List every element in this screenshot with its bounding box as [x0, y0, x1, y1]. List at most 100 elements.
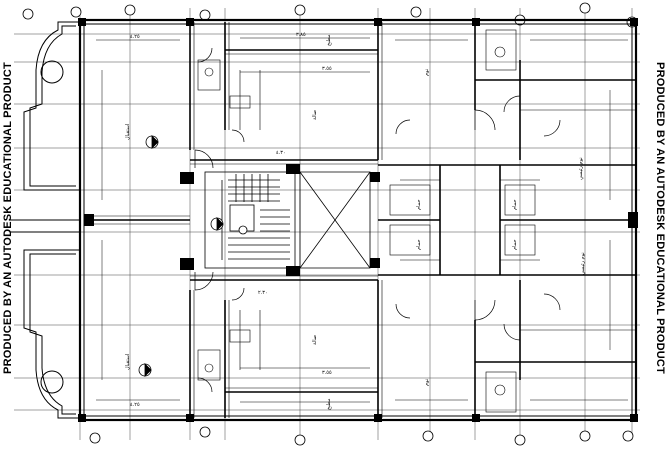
grid-bubble [579, 2, 591, 14]
bottom-bay-inner [29, 253, 76, 415]
toilet [494, 384, 506, 396]
door [395, 119, 411, 135]
column [180, 172, 194, 184]
column [180, 258, 194, 270]
column [286, 164, 300, 174]
column [374, 18, 382, 26]
door [474, 109, 496, 131]
grid-bubble [199, 426, 211, 438]
grid-bubble [579, 430, 591, 442]
left-bays [10, 21, 80, 419]
column [186, 414, 194, 422]
door [197, 47, 213, 63]
room-label-bed-master-top: نوم رئيسي [578, 157, 584, 180]
section-markers [138, 135, 248, 377]
interior-walls [84, 22, 636, 418]
column [286, 266, 300, 276]
wc [197, 59, 221, 91]
column [630, 414, 638, 422]
column [370, 258, 380, 268]
door [194, 149, 214, 169]
room-label-bath-3: حمام [512, 199, 518, 210]
column [84, 214, 94, 226]
grid-bubble [89, 432, 101, 444]
room-label-bath-1: حمام [416, 199, 422, 210]
dimension-label: ٤.٢٥ [130, 402, 140, 408]
wc [485, 29, 517, 71]
column [472, 18, 480, 26]
column [78, 18, 86, 26]
dimension-label: ٤.٣٠ [276, 150, 286, 156]
column [186, 18, 194, 26]
column [628, 212, 638, 228]
room-label-reception-bottom: استقبال [125, 353, 131, 370]
columns [78, 18, 638, 422]
bay-arch [40, 370, 64, 394]
wc [389, 224, 431, 256]
column [472, 414, 480, 422]
stair-well [204, 171, 296, 269]
grid-bubble [422, 430, 434, 442]
grid-bubble [124, 4, 136, 16]
fixtures [197, 29, 536, 413]
grid-bubble [22, 8, 34, 20]
dimension-label: ٣.٥٥ [322, 370, 332, 376]
bay-arch [40, 60, 64, 84]
dimension-label: ٢.٣٠ [258, 290, 268, 296]
grid-bubble [294, 4, 306, 16]
column [370, 172, 380, 182]
grid-bubble [514, 434, 526, 446]
room-label-bed-master-bottom: نوم رئيسي [580, 252, 586, 275]
door [231, 129, 245, 143]
grid-bubble [294, 434, 306, 446]
column [374, 414, 382, 422]
top-bay-inner [29, 25, 76, 187]
room-label-living-bottom: صالة [312, 335, 318, 345]
room-label-bath-2: حمام [416, 239, 422, 250]
grid-bubbles [22, 2, 638, 446]
door [194, 271, 214, 291]
room-label-kitchen-top: مطبخ [326, 34, 332, 46]
door [395, 303, 411, 319]
grid-bubble [70, 6, 82, 18]
column [78, 414, 86, 422]
room-label-bed-bottom-right: نوم [424, 378, 430, 386]
wc [197, 349, 221, 381]
wc [504, 224, 536, 256]
top-bay [23, 21, 80, 191]
bottom-bay [23, 249, 80, 419]
door [474, 299, 496, 321]
wc [389, 184, 431, 216]
room-label-living-top: صالة [312, 110, 318, 120]
room-label-reception-top: استقبال [125, 123, 131, 140]
watermark-left: PRODUCED BY AN AUTODESK EDUCATIONAL PROD… [2, 62, 14, 374]
room-label-kitchen-bottom: مطبخ [326, 398, 332, 410]
wc [485, 371, 517, 413]
shaft [299, 171, 371, 269]
toilet [204, 363, 214, 373]
door [503, 95, 521, 113]
doors [194, 47, 561, 393]
toilet [494, 46, 506, 58]
room-label-bath-4: حمام [512, 239, 518, 250]
wall-lines [84, 22, 636, 418]
dimension-marks [96, 37, 628, 403]
room-label-bed-top-right: نوم [424, 68, 430, 76]
column [630, 18, 638, 26]
door [197, 377, 213, 393]
dimension-label: ٤.٢٥ [130, 34, 140, 40]
watermark-right: PRODUCED BY AN AUTODESK EDUCATIONAL PROD… [654, 62, 666, 374]
dimension-label: ٣.٥٥ [322, 66, 332, 72]
dimension-label: ٣.٨٥ [296, 32, 306, 38]
grid-bubble [410, 6, 422, 18]
door [543, 293, 561, 311]
door [503, 323, 521, 341]
toilet [204, 67, 214, 77]
grid-bubble [622, 430, 634, 442]
staircase [204, 171, 296, 269]
wc [504, 184, 536, 216]
door [543, 119, 561, 137]
